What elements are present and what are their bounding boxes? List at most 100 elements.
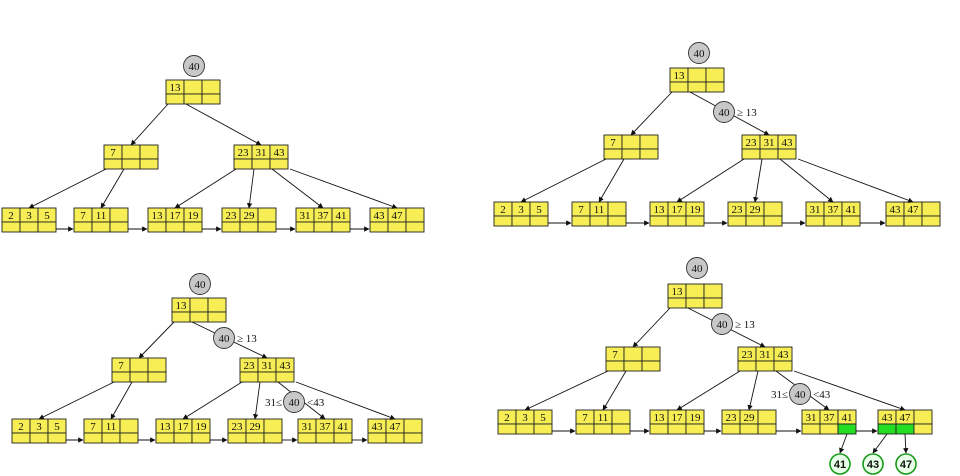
panel-3-internal-node-0-key-cell-2 [147,357,167,373]
panel-1-search-key: 40 [183,55,205,77]
panel-1-leaf-node-2-key-1: 17 [170,210,182,222]
panel-2-leaf-node-5-pointer-slot-0 [885,215,905,227]
panel-4-comparison-1-upper: <43 [813,389,831,401]
panel-4-leaf-node-2-pointer-slot-1 [667,423,687,435]
panel-4-leaf-node-1-pointer-slot-0 [575,423,595,435]
panel-3-internal-node-1-key-2: 43 [280,360,292,372]
panel-4-comparison-1-lower: 31≤ [771,389,788,401]
panel-1-leaf-node-2-pointer-slot-0 [147,221,167,233]
panel-1-edge-root-1 [185,103,262,146]
panel-1-edge-l1b-0 [174,168,237,209]
panel-1-leaf-node-1-pointer-slot-1 [91,221,111,233]
panel-2-comparison-0-key-label: 40 [719,107,731,119]
panel-1-leaf-node-4-key-2: 41 [336,210,347,222]
panel-4-edge-root-0 [632,307,671,348]
panel-2-leaf-node-2-pointer-slot-2 [685,215,705,227]
panel-1-internal-node-1-pointer-slot-2 [269,158,289,170]
panel-1-leaf-node-3-key-1: 29 [244,210,256,222]
panel-1-leaf-node-4-pointer-slot-0 [295,221,315,233]
panel-4-result-2-label: 47 [900,459,912,471]
panel-1-leaf-node-5-key-cell-2 [405,207,425,223]
panel-3-internal-node-0-pointer-slot-1 [129,371,149,383]
panel-4-search-key-shape [686,257,708,279]
panel-4-root-node-key-cell-1 [685,283,705,299]
panel-1-leaf-node-5-key-0: 43 [374,210,386,222]
panel-4-comparison-0-upper: ≥ 13 [735,319,755,331]
panel-1-leaf-node-5-key-1: 47 [392,210,404,222]
panel-3-comparison-1: 31≤40<43 [265,391,325,413]
panel-4-leaf-node-4-pointer-slot-1 [819,423,839,435]
panel-1-leaf-node-5: 43 47 [369,207,425,233]
panel-2-edge-l1a-0 [520,158,607,203]
panel-3-root-node-pointer-slot-1 [189,311,209,323]
panel-4-internal-node-0-pointer-slot-2 [641,360,661,372]
panel-4-edge-l1a-0 [524,370,609,411]
panel-4-edge-l1a-1 [602,370,627,411]
panel-4-leaf-node-4-key-2: 41 [842,412,853,424]
panel-2-internal-node-1-pointer-slot-0 [741,148,761,160]
panel-1-root-node: 13 [165,79,221,105]
panel-3-comparison-0-key-label: 40 [219,333,231,345]
panel-3-leaf-node-4-key-2: 41 [338,421,349,433]
panel-4-edge-l1b-0 [676,370,741,411]
panel-3-leaf-node-2-pointer-slot-0 [155,432,175,444]
panel-2-leaf-node-4-key-2: 41 [846,204,857,216]
panel-4-internal-node-0-key-cell-2 [641,346,661,362]
panel-2-edge-l1b-0 [676,158,745,203]
panel-4-leaf-node-2-pointer-slot-0 [649,423,669,435]
panel-1-leaf-node-0-pointer-slot-1 [19,221,39,233]
panel-3-leaf-node-4-pointer-slot-0 [297,432,317,444]
panel-2-root-node-key-cell-2 [705,67,725,83]
panel-2-leaf-node-3-pointer-slot-0 [727,215,747,227]
panel-1-leaf-node-5-pointer-slot-2 [405,221,425,233]
panel-3-comparison-1-key-label: 40 [289,397,301,409]
panel-4-internal-node-1-key-0: 23 [742,349,754,361]
panel-2-leaf-node-2-key-0: 13 [654,204,666,216]
panel-4-leaf-node-3-key-cell-2 [757,409,777,425]
panel-3-comparison-0-upper: ≥ 13 [237,333,257,345]
panel-2-leaf-node-1-pointer-slot-0 [571,215,591,227]
panel-4-leaf-node-2-key-1: 17 [672,412,684,424]
panel-2-leaf-node-1-pointer-slot-2 [607,215,627,227]
panel-4-leaf-node-5-pointer-slot-2 [913,423,933,435]
panel-3-leaf-node-1-key-cell-2 [119,418,139,434]
panel-2-leaf-node-0-key-2: 5 [536,204,542,216]
panel-4-internal-node-1-pointer-slot-0 [737,360,757,372]
panel-3-comparison-0-key-shape [213,327,235,349]
panel-3-leaf-node-2-key-1: 17 [178,421,190,433]
panel-1-leaf-node-2-pointer-slot-1 [165,221,185,233]
panel-4-leaf-node-5-key-1: 47 [900,412,912,424]
panel-2-leaf-node-3-pointer-slot-1 [745,215,765,227]
panel-3-leaf-node-0-key-0: 2 [18,421,24,433]
panel-3-leaf-node-1-key-1: 11 [106,421,117,433]
panel-1-leaf-node-4-pointer-slot-1 [313,221,333,233]
panel-3-edge-l1a-0 [38,381,115,420]
panel-3-root-node-key-cell-2 [207,297,227,313]
panel-1-leaf-node-0-pointer-slot-0 [1,221,21,233]
panel-4-leaf-node-4-pointer-slot-0 [801,423,821,435]
panel-3-leaf-node-0-pointer-slot-1 [29,432,49,444]
panel-2-leaf-node-3-key-0: 23 [732,204,744,216]
panel-4-root-node-pointer-slot-2 [703,297,723,309]
panel-1-leaf-node-4-key-1: 37 [318,210,330,222]
panel-3-internal-node-0-key-0: 7 [118,360,124,372]
panel-2-edge-l1b-2 [779,158,834,203]
panel-3-comparison-0-key: 40 [213,327,235,349]
panel-4-leaf-node-1-key-cell-2 [611,409,631,425]
panel-2-leaf-node-5-pointer-slot-2 [921,215,941,227]
panel-2-comparison-0-key-shape [713,101,735,123]
panel-4-internal-node-0-pointer-slot-0 [605,360,625,372]
panel-4-leaf-node-4-key-1: 37 [824,412,836,424]
panel-2-search-key: 40 [688,42,710,64]
panel-2-edge-l1a-1 [598,158,625,203]
panel-3-root-node-pointer-slot-0 [171,311,191,323]
